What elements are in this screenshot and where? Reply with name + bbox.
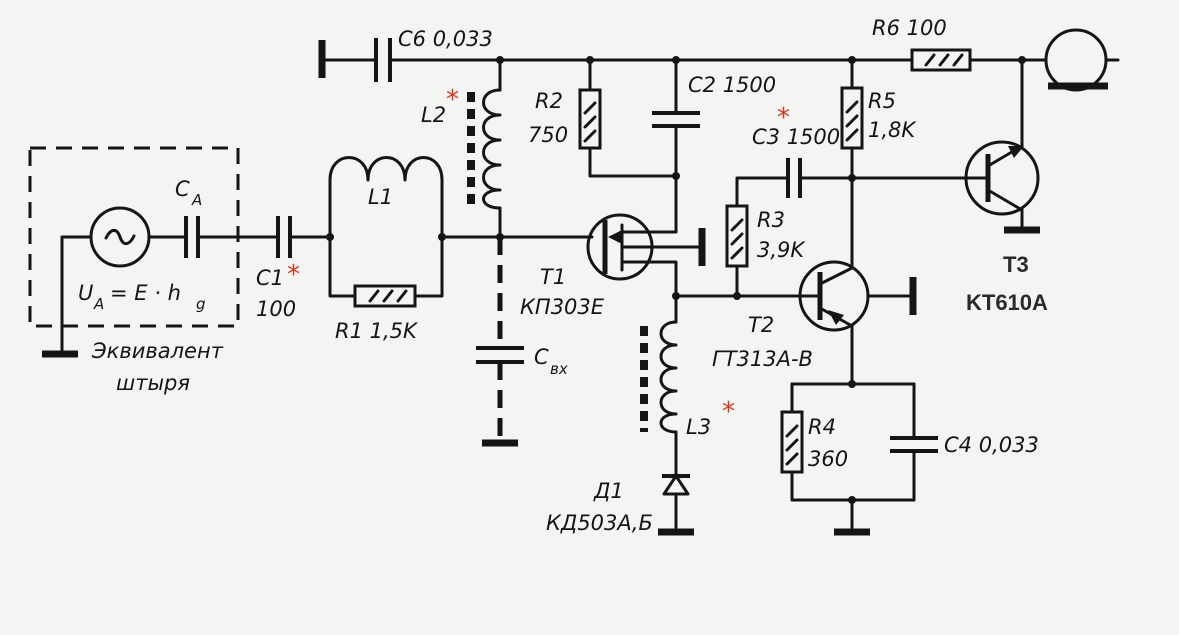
antenna-connector-icon [1044,28,1108,92]
label-t1-name: T1 [540,265,566,289]
antenna-equivalent-box [28,146,240,328]
label-c1-value: 100 [256,297,296,321]
star-l3: * [722,397,735,427]
label-l2: L2 [421,103,446,127]
capacitor-ca [184,216,200,258]
resistor-r5 [840,86,864,150]
label-d1-name: Д1 [593,479,624,503]
label-cvx: C [534,345,549,369]
label-ua-eq: = E · h [110,281,181,305]
inductor-l2 [482,88,502,210]
label-r4-value: 360 [808,447,848,471]
capacitor-c4 [890,436,938,453]
ac-source-icon [89,206,151,268]
label-r2-value: 750 [528,123,568,147]
label-ca: C [175,177,190,201]
label-d1-type: КД503А,Б [546,511,653,535]
label-c1-name: C1 [256,266,284,290]
label-r2-name: R2 [535,89,563,113]
source-left-wire [60,235,92,354]
diode-icon [662,474,690,496]
transistor-icon [586,213,702,281]
transistor-icon [798,260,914,332]
inductor-l1 [328,156,444,239]
capacitor-c2 [652,111,700,128]
star-c3: * [777,103,790,133]
label-equivalent: Эквивалент [91,339,224,363]
label-t2-name: T2 [748,313,774,337]
capacitor-c1 [276,216,292,258]
label-r5-name: R5 [868,89,896,113]
label-c4: C4 0,033 [944,433,1039,457]
label-t2-type: ГТ313А-В [712,347,813,371]
label-ua-eq-sub: g [196,295,206,313]
label-c6: C6 0,033 [398,27,493,51]
transistor-icon [964,140,1040,216]
label-ua: U [78,281,93,305]
label-l1: L1 [368,185,393,209]
label-r1: R1 1,5K [335,319,419,343]
star-l2: * [446,85,459,115]
capacitor-c3 [786,158,802,198]
label-r5-value: 1,8K [868,118,917,142]
label-r3-value: 3,9K [757,238,806,262]
star-c1: * [287,260,300,290]
label-c2: C2 1500 [688,73,776,97]
capacitor-cvx [476,346,524,364]
capacitor-c6 [374,38,392,82]
label-r3-name: R3 [757,208,785,232]
label-ua-sub: A [93,295,104,313]
label-l3: L3 [686,415,711,439]
label-r6: R6 100 [872,16,947,40]
label-whip: штыря [116,371,190,395]
label-ca-sub: A [191,191,202,209]
label-cvx-sub: вх [550,360,568,378]
resistor-r3 [725,204,749,268]
label-t3-name: T3 [1003,252,1029,277]
inductor-l3 [659,320,678,434]
resistor-r6 [910,48,972,72]
resistor-r4 [780,410,804,474]
label-c3: C3 1500 [752,125,840,149]
label-r4-name: R4 [808,415,836,439]
label-t1-type: КП303Е [520,295,605,319]
resistor-r2 [578,88,602,150]
resistor-r1 [353,284,417,308]
label-t3-type: KT610A [966,290,1048,315]
